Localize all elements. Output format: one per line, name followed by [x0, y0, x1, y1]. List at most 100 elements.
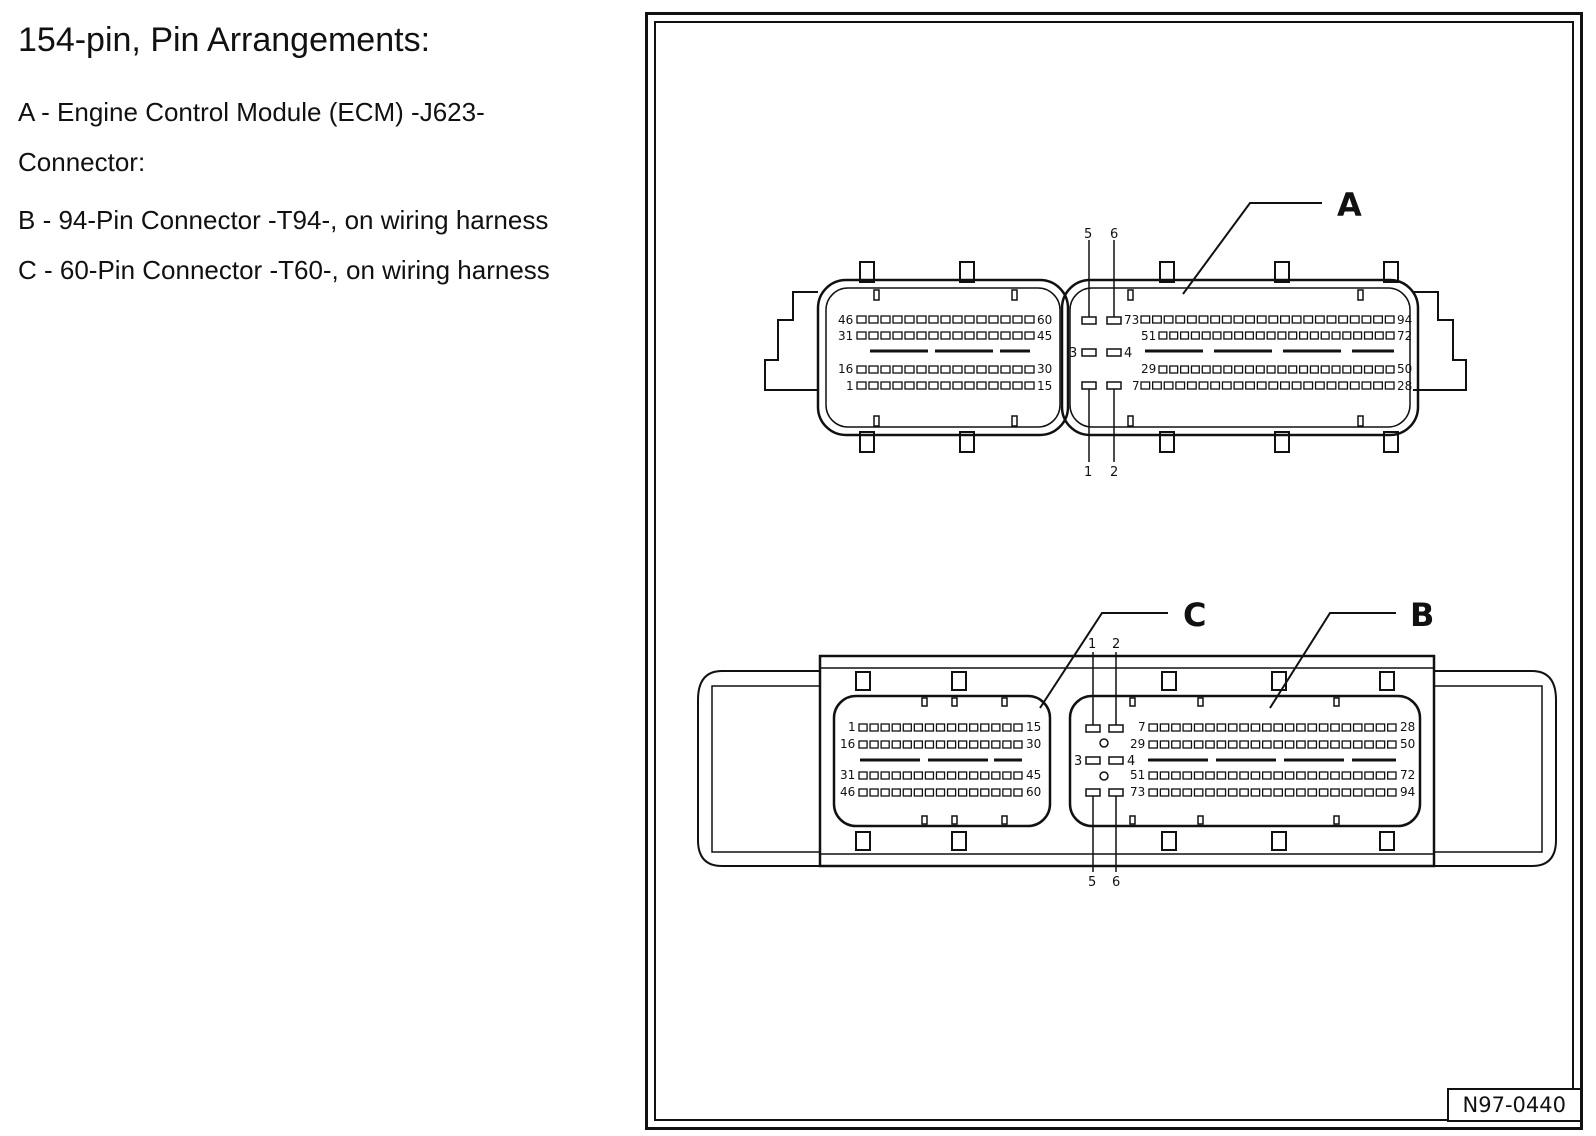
ecm-pin [1223, 331, 1233, 340]
ecm-pin [916, 365, 927, 374]
harness-pin [935, 771, 946, 780]
ecm-pin [1373, 381, 1384, 390]
harness-pin [1239, 740, 1249, 749]
harness-pin [1227, 771, 1238, 780]
ecm-pin [1234, 331, 1244, 340]
harness-pin [980, 788, 990, 797]
harness-row-label: 15 [1026, 720, 1041, 734]
harness-pin [858, 723, 868, 732]
ecm-pin [892, 315, 903, 324]
ecm-pin [1373, 315, 1384, 324]
ecm-pin [1303, 315, 1314, 324]
ecm-pin [1255, 331, 1265, 340]
ecm-pin [1353, 331, 1363, 340]
harness-pin [1002, 771, 1012, 780]
ecm-pin [892, 381, 903, 390]
harness-power-pins [1085, 652, 1124, 872]
ecm-pin [916, 381, 927, 390]
harness-pin [1193, 740, 1204, 749]
harness-pin [946, 723, 957, 732]
ecm-pin [940, 315, 951, 324]
ecm-pin [1212, 365, 1222, 374]
harness-pin [991, 788, 1001, 797]
harness-pin [1284, 788, 1295, 797]
ecm-pin [1349, 315, 1360, 324]
ecm-pin [1151, 381, 1162, 390]
harness-pin [1364, 740, 1374, 749]
ecm-row-label: 7 [1132, 379, 1140, 393]
harness-pin [1171, 771, 1181, 780]
ecm-pin [976, 381, 987, 390]
ecm-pin [1244, 365, 1255, 374]
harness-row-label: 16 [840, 737, 855, 751]
harness-pin [1182, 723, 1193, 732]
harness-pin [1307, 788, 1318, 797]
ecm-pin [1256, 315, 1267, 324]
ecm-pin [1266, 365, 1276, 374]
ecm-row-label: 45 [1037, 329, 1052, 343]
harness-pin [969, 740, 979, 749]
harness-pin [1284, 723, 1295, 732]
ecm-connector [764, 261, 1467, 453]
harness-pin [1261, 740, 1272, 749]
harness-pin [1250, 740, 1261, 749]
harness-pin [980, 740, 990, 749]
harness-pin [1250, 788, 1261, 797]
ecm-pin [952, 331, 963, 340]
harness-pin [1261, 788, 1272, 797]
harness-pin [1148, 788, 1159, 797]
harness-pin [1273, 740, 1284, 749]
harness-pin [1182, 771, 1193, 780]
harness-pin-3-label: 3 [1074, 754, 1082, 769]
ecm-pin [1000, 381, 1011, 390]
ecm-pin [1331, 365, 1341, 374]
ecm-row-label: 1 [846, 379, 854, 393]
ecm-pin [1245, 315, 1256, 324]
harness-pin [1273, 771, 1284, 780]
harness-pin [1341, 723, 1352, 732]
harness-pin [869, 771, 879, 780]
ecm-pin [976, 315, 987, 324]
ecm-pin [1158, 331, 1168, 340]
harness-pin [1239, 723, 1249, 732]
harness-right-handle-inner [1434, 685, 1543, 853]
ecm-pin [1163, 315, 1174, 324]
harness-pin [913, 771, 924, 780]
harness-pin [1227, 723, 1238, 732]
figure-reference-code: N97-0440 [1446, 1088, 1582, 1122]
harness-pin [957, 771, 968, 780]
ecm-pin [1198, 381, 1209, 390]
harness-pin [1261, 771, 1272, 780]
harness-pin [1296, 771, 1306, 780]
ecm-pin [1384, 315, 1395, 324]
ecm-row-label: 16 [838, 362, 853, 376]
harness-pin [924, 771, 935, 780]
harness-pin [957, 788, 968, 797]
harness-pin [1002, 740, 1012, 749]
ecm-pin-1-label: 1 [1084, 465, 1092, 480]
ecm-pin [1303, 381, 1314, 390]
harness-pin [869, 788, 879, 797]
ecm-row-label: 15 [1037, 379, 1052, 393]
harness-pin [902, 740, 912, 749]
harness-pin [1193, 723, 1204, 732]
harness-pin [1148, 723, 1159, 732]
ecm-pin [1291, 315, 1302, 324]
ecm-pin-rows [856, 315, 1395, 390]
ecm-pin [856, 381, 867, 390]
harness-pin [957, 740, 968, 749]
ecm-pin [1179, 365, 1190, 374]
harness-pin [1364, 788, 1374, 797]
ecm-pin [976, 331, 987, 340]
harness-pin [1307, 740, 1318, 749]
harness-pin [935, 740, 946, 749]
ecm-pin [1244, 331, 1255, 340]
harness-pin [1216, 723, 1227, 732]
harness-pin [1013, 788, 1023, 797]
ecm-pin [1277, 331, 1287, 340]
ecm-pin [1338, 315, 1349, 324]
harness-pin [1273, 788, 1284, 797]
harness-pin-1-label: 1 [1088, 637, 1096, 652]
ecm-pin [904, 365, 915, 374]
ecm-pin [1361, 381, 1372, 390]
